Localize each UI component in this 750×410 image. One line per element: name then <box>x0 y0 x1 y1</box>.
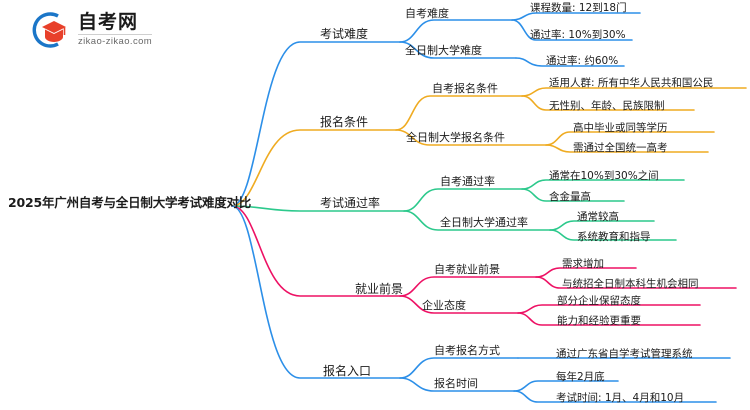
branch-2-child-2-leaf-2[interactable]: 需通过全国统一高考 <box>573 142 668 154</box>
branch-5-child-2-leaf-1[interactable]: 每年2月底 <box>556 371 605 383</box>
branch-5-child-1[interactable]: 自考报名方式 <box>434 344 500 357</box>
branch-3-child-2-leaf-1[interactable]: 通常较高 <box>577 211 619 223</box>
branch-4-child-1[interactable]: 自考就业前景 <box>434 263 500 276</box>
branch-1-child-1-leaf-1[interactable]: 课程数量: 12到18门 <box>530 2 627 14</box>
branch-3-child-1-leaf-1[interactable]: 通常在10%到30%之间 <box>549 170 659 182</box>
branch-node-4[interactable]: 就业前景 <box>355 282 404 296</box>
branch-1-child-2-leaf-1[interactable]: 通过率: 约60% <box>546 55 619 67</box>
branch-4-child-1-leaf-2[interactable]: 与统招全日制本科生机会相同 <box>562 278 699 290</box>
branch-3-child-1-leaf-2[interactable]: 含金量高 <box>549 191 591 203</box>
branch-5-child-2[interactable]: 报名时间 <box>434 377 478 390</box>
branch-3-child-1[interactable]: 自考通过率 <box>440 175 495 188</box>
branch-4-child-2-leaf-2[interactable]: 能力和经验更重要 <box>557 315 641 327</box>
branch-node-3[interactable]: 考试通过率 <box>320 196 381 210</box>
branch-2-child-1-leaf-1[interactable]: 适用人群: 所有中华人民共和国公民 <box>549 77 714 89</box>
branch-node-5[interactable]: 报名入口 <box>323 364 372 378</box>
logo-text-cn: 自考网 <box>78 11 139 33</box>
branch-2-child-1[interactable]: 自考报名条件 <box>432 82 498 95</box>
branch-2-child-1-leaf-2[interactable]: 无性别、年龄、民族限制 <box>549 100 665 112</box>
logo-text-en: zikao-zikao.com <box>78 34 153 47</box>
branch-5-child-2-leaf-2[interactable]: 考试时间: 1月、4月和10月 <box>556 392 685 404</box>
branch-5-child-1-leaf-1[interactable]: 通过广东省自学考试管理系统 <box>556 348 693 360</box>
branch-2-child-2[interactable]: 全日制大学报名条件 <box>406 131 505 144</box>
mindmap-root-node[interactable]: 2025年广州自考与全日制大学考试难度对比 <box>8 195 252 210</box>
zikao-logo-icon <box>28 10 72 50</box>
branch-3-child-2-leaf-2[interactable]: 系统教育和指导 <box>577 231 651 243</box>
branch-node-2[interactable]: 报名条件 <box>320 115 369 129</box>
branch-2-child-2-leaf-1[interactable]: 高中毕业或同等学历 <box>573 122 668 134</box>
branch-3-child-2[interactable]: 全日制大学通过率 <box>440 216 528 229</box>
branch-4-child-1-leaf-1[interactable]: 需求增加 <box>562 258 604 270</box>
branch-1-child-2[interactable]: 全日制大学难度 <box>405 44 482 57</box>
branch-4-child-2-leaf-1[interactable]: 部分企业保留态度 <box>557 295 641 307</box>
branch-1-child-1[interactable]: 自考难度 <box>405 7 449 20</box>
branch-node-1[interactable]: 考试难度 <box>320 27 369 41</box>
branch-4-child-2[interactable]: 企业态度 <box>422 299 466 312</box>
branch-1-child-1-leaf-2[interactable]: 通过率: 10%到30% <box>530 29 626 41</box>
site-logo[interactable]: 自考网 zikao-zikao.com <box>28 8 218 52</box>
